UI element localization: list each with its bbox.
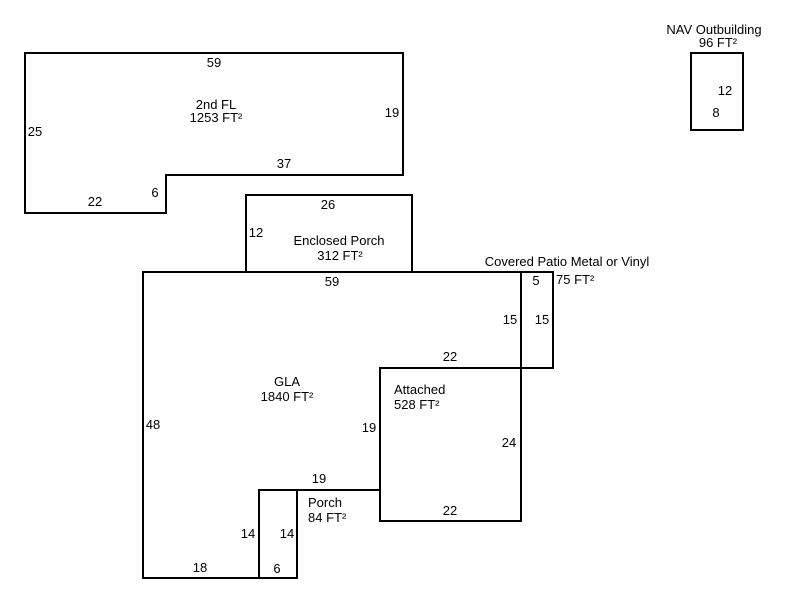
dimension-label: 19 [385,105,399,120]
dimension-label: 12 [249,225,263,240]
dimension-label: 22 [88,194,102,209]
dimension-label: 59 [325,274,339,289]
gla-outline [142,271,522,579]
porch-area: 84 FT² [308,510,347,525]
dimension-label: 15 [535,312,549,327]
dimension-label: 14 [241,526,255,541]
second-floor-area: 1253 FT² [190,110,243,125]
dimension-label: 37 [277,156,291,171]
nav-outbuilding-name: NAV Outbuilding [666,22,761,37]
dimension-label: 25 [28,124,42,139]
dimension-label: 22 [443,349,457,364]
dimension-label: 6 [151,185,158,200]
gla-area: 1840 FT² [261,389,314,404]
attached-garage-outline [379,367,522,522]
second-floor-name: 2nd FL [196,97,236,112]
covered-patio-area: 75 FT² [556,272,595,287]
gla-name: GLA [274,374,300,389]
nav-outbuilding-outline [690,52,744,131]
dimension-label: 12 [718,83,732,98]
dimension-label: 15 [503,312,517,327]
covered-patio-outline [520,271,554,369]
enclosed-porch-area: 312 FT² [317,248,363,263]
dimension-label: 24 [502,435,516,450]
dimension-label: 19 [362,420,376,435]
second-floor-outline [24,52,404,214]
dimension-label: 22 [443,503,457,518]
dimension-label: 19 [312,471,326,486]
porch-outline [258,489,298,579]
dimension-label: 26 [321,197,335,212]
dimension-label: 48 [146,417,160,432]
dimension-label: 14 [280,526,294,541]
covered-patio-name: Covered Patio Metal or Vinyl [485,254,650,269]
dimension-label: 5 [532,273,539,288]
attached-name: Attached [394,382,445,397]
nav-outbuilding-area: 96 FT² [699,35,738,50]
enclosed-porch-name: Enclosed Porch [293,233,384,248]
dimension-label: 8 [712,105,719,120]
attached-area: 528 FT² [394,397,440,412]
dimension-label: 18 [193,560,207,575]
dimension-label: 6 [273,561,280,576]
porch-name: Porch [308,495,342,510]
dimension-label: 59 [207,55,221,70]
